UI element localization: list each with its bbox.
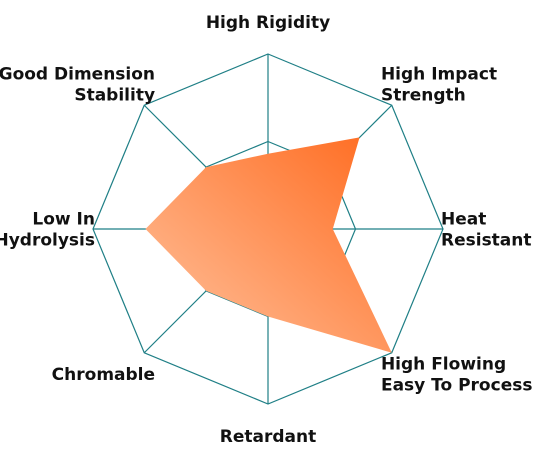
axis-label-5: Chromable <box>52 365 155 385</box>
axis-label-4: Retardant <box>220 427 316 447</box>
radar-series <box>145 137 392 353</box>
axis-label-0: High Rigidity <box>206 13 330 33</box>
series-area <box>145 137 392 353</box>
